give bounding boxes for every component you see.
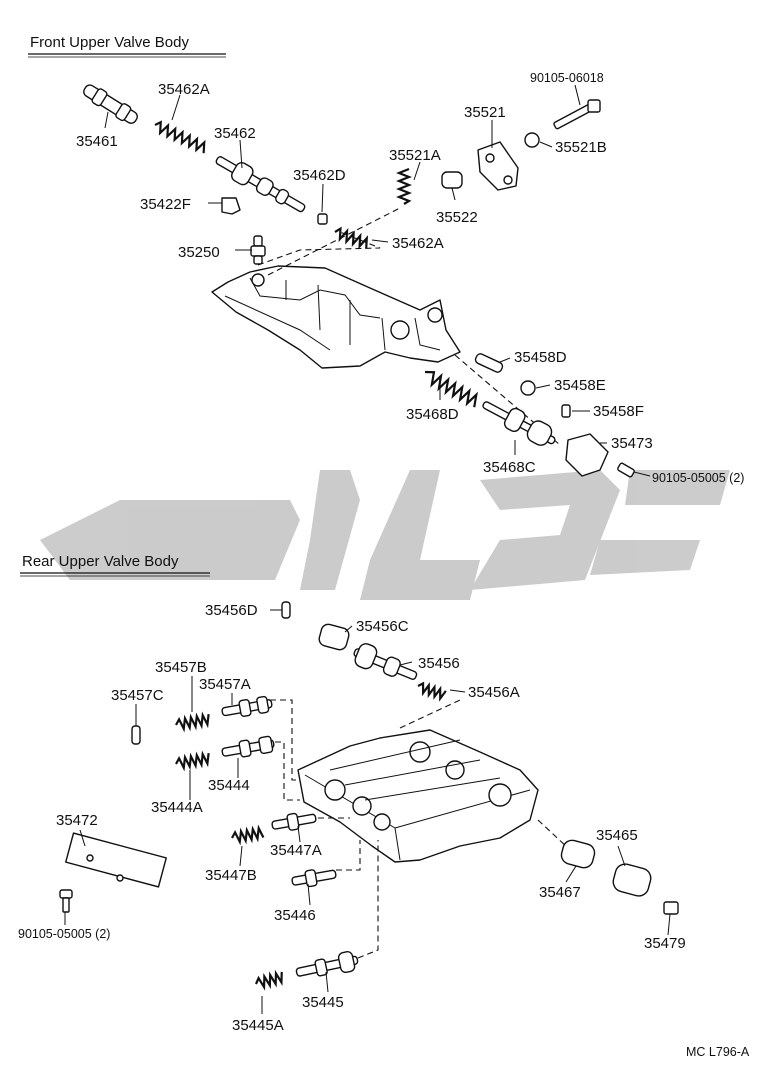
part-35462-drawing (215, 156, 306, 213)
part-35462D-drawing (317, 213, 328, 225)
spring-35447B (231, 824, 265, 846)
label-35521B: 35521B (555, 139, 607, 156)
label-35445A: 35445A (232, 1017, 284, 1034)
label-35465: 35465 (596, 827, 638, 844)
part-35447A-drawing (271, 812, 317, 831)
guide-line-rear-1 (270, 699, 300, 781)
label-35456D: 35456D (205, 602, 258, 619)
part-35445-drawing (295, 951, 359, 977)
label-35468D: 35468D (406, 406, 459, 423)
part-35468C-drawing (482, 401, 556, 446)
guide-line-rear-4 (336, 840, 361, 871)
part-35473-drawing (565, 433, 609, 477)
rear-valve-body (297, 729, 539, 863)
guide-line-rear-7 (537, 819, 569, 849)
label-35444: 35444 (208, 777, 250, 794)
label-90105-05005-rear: 90105-05005 (2) (18, 927, 110, 941)
label-35472: 35472 (56, 812, 98, 829)
part-35422F-drawing (221, 197, 241, 215)
part-35458F-drawing (561, 404, 571, 418)
label-35422F: 35422F (140, 196, 191, 213)
label-35444A: 35444A (151, 799, 203, 816)
label-35479: 35479 (644, 935, 686, 952)
part-35456C-drawing (318, 623, 350, 651)
part-35444-drawing (221, 735, 275, 758)
guide-line-rear-6 (399, 699, 461, 729)
label-35445: 35445 (302, 994, 344, 1011)
label-35522: 35522 (436, 209, 478, 226)
watermark-logo (40, 470, 730, 600)
leader-lines (64, 84, 671, 1014)
spring-35462A-top (154, 120, 206, 154)
part-35467-drawing (560, 839, 596, 869)
label-35462: 35462 (214, 125, 256, 142)
label-35462D: 35462D (293, 167, 346, 184)
part-35458E-drawing (520, 380, 536, 396)
label-35456A: 35456A (468, 684, 520, 701)
label-90105-05005-front: 90105-05005 (2) (652, 471, 744, 485)
part-35456-drawing (353, 643, 418, 680)
label-35473: 35473 (611, 435, 653, 452)
label-35447B: 35447B (205, 867, 257, 884)
part-35522-drawing (441, 171, 463, 189)
part-35446-drawing (291, 869, 337, 888)
label-35446: 35446 (274, 907, 316, 924)
spring-35456A (417, 681, 447, 702)
part-35521-drawing (477, 141, 519, 191)
guide-line-front-2 (267, 207, 401, 276)
label-35521: 35521 (464, 104, 506, 121)
diagram-code: MC L796-A (686, 1045, 750, 1059)
label-35457A: 35457A (199, 676, 251, 693)
label-35457B: 35457B (155, 659, 207, 676)
front-section-title: Front Upper Valve Body (30, 34, 189, 51)
label-35521A: 35521A (389, 147, 441, 164)
label-35458F: 35458F (593, 403, 644, 420)
label-35456: 35456 (418, 655, 460, 672)
spring-35445A (254, 969, 283, 991)
guide-line-rear-5 (357, 840, 379, 959)
label-35458D: 35458D (514, 349, 567, 366)
part-35472-plate (65, 832, 167, 888)
label-90105-06018: 90105-06018 (530, 71, 604, 85)
label-35462A-top: 35462A (158, 81, 210, 98)
guide-line-front-1 (257, 231, 381, 266)
label-35250: 35250 (178, 244, 220, 261)
bolt-90105-05005-rear (59, 889, 73, 913)
part-35457C-drawing (131, 725, 141, 745)
label-35461: 35461 (76, 133, 118, 150)
rear-section-title: Rear Upper Valve Body (22, 553, 179, 570)
part-35521B-drawing (524, 132, 540, 148)
label-35447A: 35447A (270, 842, 322, 859)
label-35457C: 35457C (111, 687, 164, 704)
label-35456C: 35456C (356, 618, 409, 635)
front-valve-body (211, 265, 461, 369)
part-35456D-drawing (281, 601, 291, 619)
label-35458E: 35458E (554, 377, 606, 394)
spring-35468D (424, 370, 478, 408)
part-35458D-drawing (474, 353, 504, 373)
label-35467: 35467 (539, 884, 581, 901)
spring-35457B (175, 711, 210, 733)
spring-35462A-mid (334, 226, 369, 250)
part-35461-drawing (83, 84, 138, 124)
part-35250-drawing (250, 235, 266, 265)
label-35468C: 35468C (483, 459, 536, 476)
bolt-90105-06018 (553, 99, 601, 130)
spring-35521A (396, 167, 412, 205)
guide-line-rear-2 (275, 741, 300, 801)
label-35462A-mid: 35462A (392, 235, 444, 252)
part-35479-drawing (663, 901, 679, 915)
bolt-90105-05005-front (617, 462, 635, 478)
part-35457A-drawing (221, 695, 273, 717)
part-35465-drawing (612, 863, 652, 897)
spring-35444A (175, 750, 210, 772)
